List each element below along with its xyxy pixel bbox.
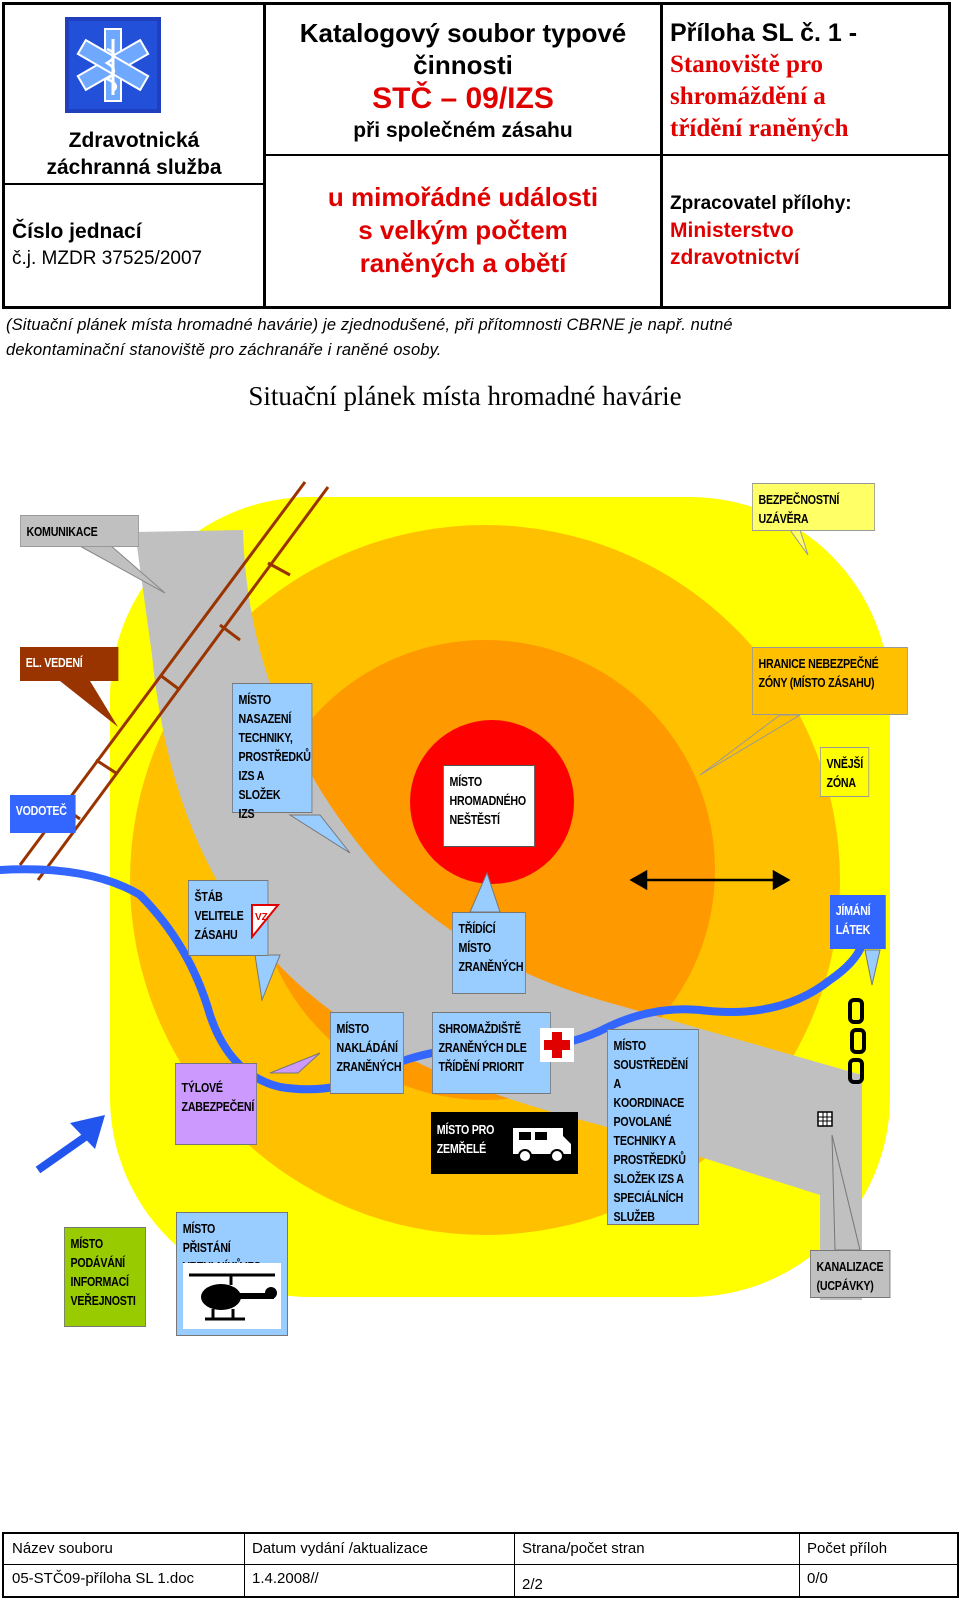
document-title: Katalogový soubor typové <box>299 18 627 48</box>
callout-tail <box>60 681 118 727</box>
sewer-grate-icon <box>817 1111 833 1127</box>
callout-tail <box>288 814 351 854</box>
label-road: KOMUNIKACE <box>20 515 139 547</box>
event-description: s velkým počtem <box>358 215 568 245</box>
callout-tail <box>269 1052 321 1074</box>
helicopter-icon <box>183 1263 281 1329</box>
hearse-icon <box>513 1128 571 1163</box>
header-divider <box>5 183 263 185</box>
label-watercourse: VODOTEČ <box>10 795 76 833</box>
processor-name: zdravotnictví <box>670 246 800 269</box>
processor-name: Ministerstvo <box>670 219 794 242</box>
stc-code: STČ – 09/IZS <box>372 82 554 115</box>
outer-zone-width-arrow <box>629 869 791 891</box>
footer-header-attachments: Počet příloh <box>807 1540 888 1557</box>
label-power-line: EL. VEDENÍ <box>20 647 119 681</box>
annex-title: třídění raněných <box>670 115 849 142</box>
helicopter-landing-site: MÍSTO PŘISTÁNÍVRTULNÍKŮ IZS <box>176 1212 288 1336</box>
annex-title: Příloha SL č. 1 - <box>670 19 858 47</box>
callout-tail <box>699 714 802 776</box>
footer-page: 2/2 <box>522 1576 543 1593</box>
footer-header-filename: Název souboru <box>12 1540 113 1557</box>
processor-label: Zpracovatel přílohy: <box>670 193 852 214</box>
footer-date: 1.4.2008// <box>252 1570 319 1587</box>
event-description: raněných a obětí <box>359 248 567 278</box>
note-text: dekontaminační stanoviště pro záchranáře… <box>6 341 442 359</box>
document-title: činnosti <box>413 50 513 80</box>
red-cross-icon <box>540 1028 574 1062</box>
document-footer: Název souboru Datum vydání /aktualizace … <box>2 1532 959 1598</box>
water-stream <box>0 865 866 1094</box>
note-text: (Situační plánek místa hromadné havárie)… <box>6 316 733 334</box>
command-flag-icon: VZ <box>250 903 281 940</box>
chain-icon <box>848 998 866 1084</box>
footer-header-page: Strana/počet stran <box>522 1540 645 1557</box>
reference-number: č.j. MZDR 37525/2007 <box>12 248 203 269</box>
organization-name: Zdravotnická <box>68 129 200 152</box>
star-of-life-logo <box>65 17 161 113</box>
event-description: u mimořádné události <box>327 182 599 212</box>
header-divider <box>263 154 948 156</box>
document-subtitle: při společném zásahu <box>353 119 573 142</box>
entry-direction-arrow-icon <box>35 1115 105 1174</box>
label-sewer: KANALIZACE(UCPÁVKY) <box>810 1250 891 1298</box>
footer-header-date: Datum vydání /aktualizace <box>252 1540 428 1557</box>
annex-title: Stanoviště pro <box>670 51 824 78</box>
footer-attachments: 0/0 <box>807 1570 828 1587</box>
plan-title: Situační plánek místa hromadné havárie <box>248 381 682 411</box>
annex-title: shromáždění a <box>670 83 826 110</box>
reference-label: Číslo jednací <box>12 220 142 243</box>
callout-tail <box>864 949 881 986</box>
command-flag-text: VZ <box>255 912 268 923</box>
footer-filename: 05-STČ09-příloha SL 1.doc <box>12 1570 195 1587</box>
organization-name: záchranná služba <box>46 156 222 179</box>
document-header: Zdravotnická záchranná služba Číslo jedn… <box>2 2 951 309</box>
